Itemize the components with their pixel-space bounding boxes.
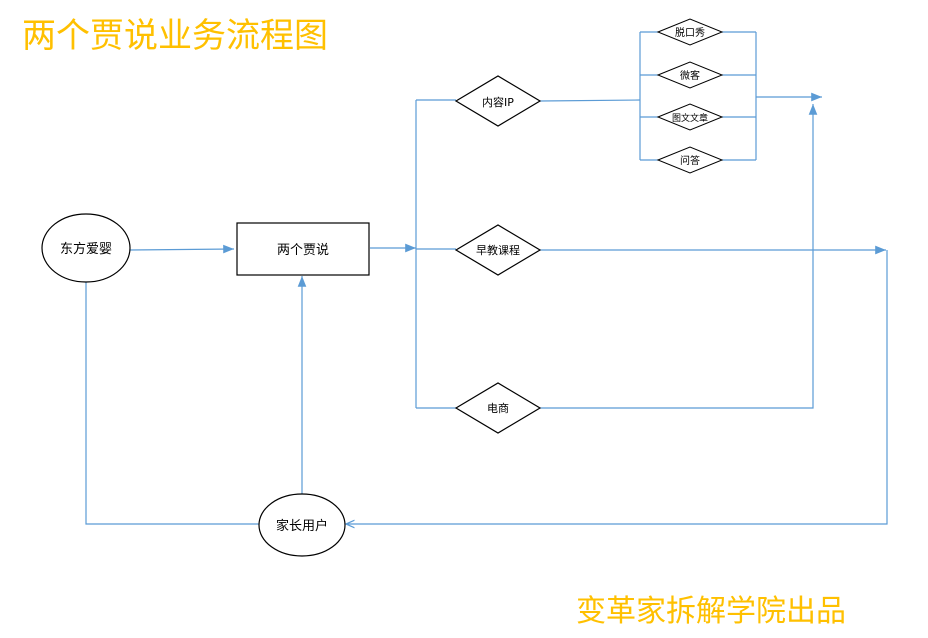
- edge-dongfang-to-main: [129, 244, 235, 254]
- node-main-label: 两个贾说: [277, 243, 329, 258]
- diagram-title: 两个贾说业务流程图: [22, 16, 328, 56]
- node-dongfang-label: 东方爱婴: [60, 241, 112, 257]
- edge-dongfang-to-parent: [85, 282, 260, 525]
- node-content-ip: 内容IP: [454, 75, 542, 127]
- node-talkshow-label: 脱口秀: [675, 26, 705, 39]
- node-microdrama-label: 微客: [680, 69, 700, 82]
- connectors: [85, 31, 888, 525]
- node-ecommerce-label: 电商: [487, 401, 509, 415]
- node-parent: 家长用户: [258, 493, 346, 557]
- node-main: 两个贾说: [236, 222, 370, 276]
- node-early-edu: 早教课程: [454, 224, 542, 276]
- node-dongfang: 东方爱婴: [41, 213, 131, 283]
- edge-return-to-parent: [346, 250, 888, 524]
- node-microdrama: 微客: [656, 61, 724, 89]
- credit-text: 变革家拆解学院出品: [576, 594, 846, 629]
- edge-ecommerce-up: [540, 104, 818, 409]
- node-ecommerce: 电商: [454, 382, 542, 434]
- node-content-ip-label: 内容IP: [482, 95, 514, 109]
- node-article-label: 图文文章: [672, 112, 708, 124]
- node-qa-label: 问答: [680, 154, 700, 167]
- node-parent-label: 家长用户: [276, 518, 328, 534]
- edge-content-ip-to-sub: [539, 99, 641, 102]
- node-early-edu-label: 早教课程: [476, 244, 520, 257]
- node-qa: 问答: [656, 146, 724, 174]
- node-article: 图文文章: [656, 103, 724, 131]
- node-talkshow: 脱口秀: [656, 18, 724, 46]
